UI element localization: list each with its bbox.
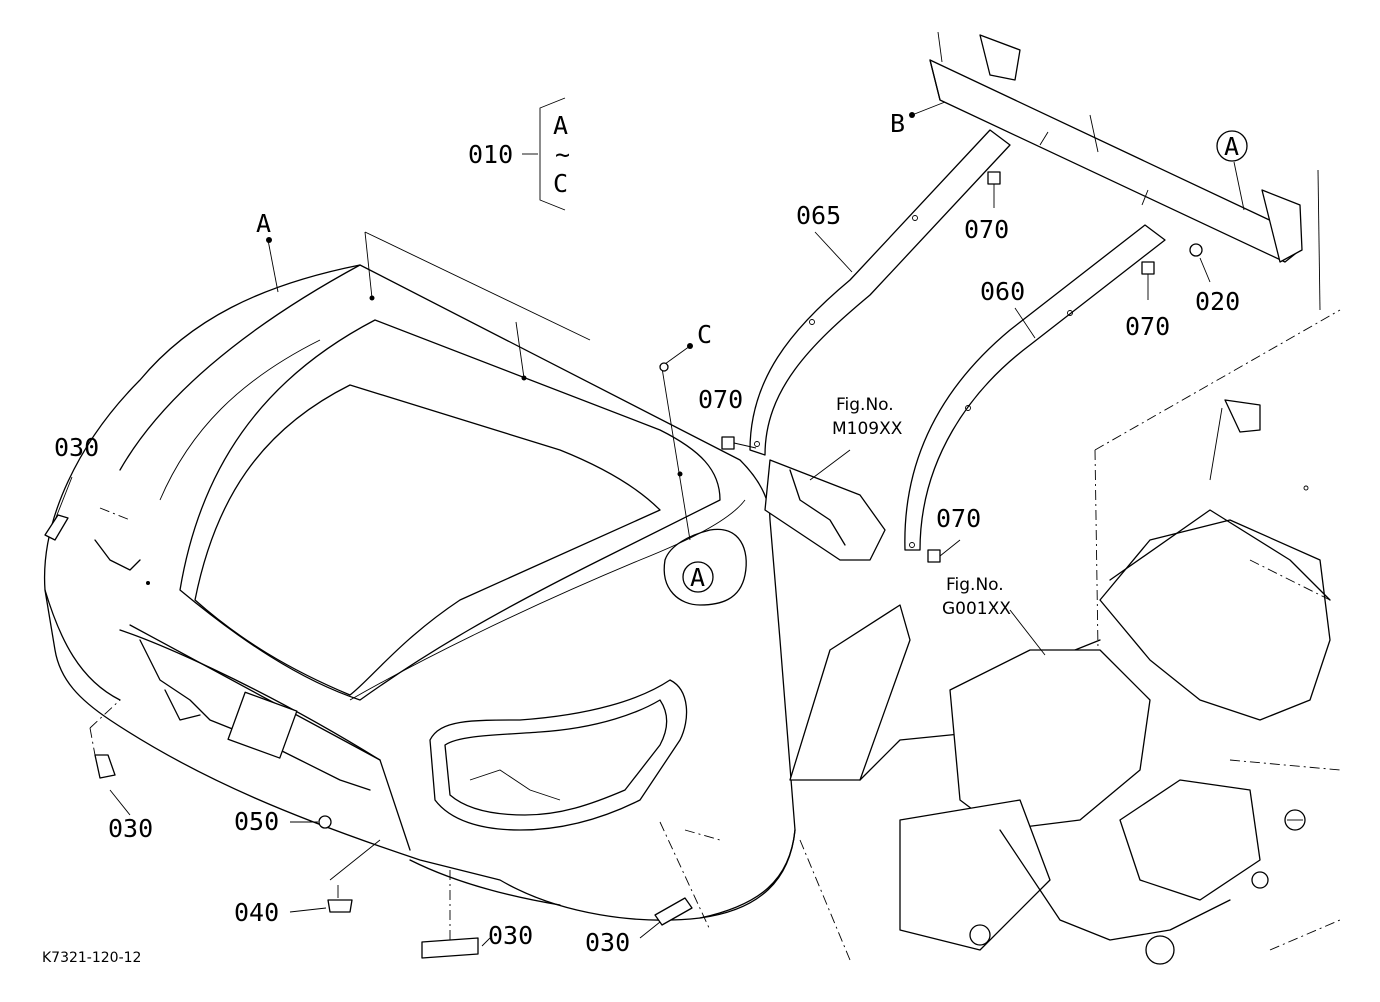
label-060: 060 xyxy=(980,277,1025,306)
label-group-sep: ~ xyxy=(555,140,570,169)
figref-2-line1: Fig.No. xyxy=(946,575,1004,595)
bolts xyxy=(722,172,1210,562)
sticker-030-right xyxy=(655,898,692,925)
label-070-mid: 070 xyxy=(1125,312,1170,341)
drawing-code: K7321-120-12 xyxy=(42,950,141,966)
circle-marker-a-top-text: A xyxy=(1224,132,1239,161)
nut-050 xyxy=(319,816,331,828)
label-group-to: C xyxy=(553,169,568,198)
circle-marker-a-hood-text: A xyxy=(690,563,705,592)
frame-assembly xyxy=(790,310,1340,964)
small-parts xyxy=(45,477,720,958)
circle-marker-a-hood xyxy=(683,562,713,592)
label-ref-a: A xyxy=(256,209,271,238)
cushion-040 xyxy=(328,900,352,912)
label-050: 050 xyxy=(234,807,279,836)
sticker-030-left xyxy=(45,515,68,540)
hood-leader-lines xyxy=(266,232,690,540)
label-group-from: A xyxy=(553,111,568,140)
figref-2-line2: G001XX xyxy=(942,599,1011,619)
hood-assembly xyxy=(45,265,795,920)
label-070-bottom: 070 xyxy=(936,504,981,533)
upper-crossbar xyxy=(930,32,1320,310)
label-010: 010 xyxy=(468,140,513,169)
label-030-bottom: 030 xyxy=(488,921,533,950)
label-ref-c: C xyxy=(697,320,712,349)
circle-marker-a-top xyxy=(1217,131,1247,161)
label-030-top-left: 030 xyxy=(54,433,99,462)
label-040: 040 xyxy=(234,898,279,927)
label-070-top: 070 xyxy=(964,215,1009,244)
label-030-bottom-right: 030 xyxy=(585,928,630,957)
stay-060 xyxy=(905,225,1165,550)
label-ref-b: B xyxy=(890,109,905,138)
figref-1-line2: M109XX xyxy=(832,419,903,439)
callout-labels: 010 A ~ C A B C A A 065 070 060 070 020 … xyxy=(42,98,1247,966)
label-020: 020 xyxy=(1195,287,1240,316)
bracket-m109xx xyxy=(765,450,885,560)
label-030-bottom-left: 030 xyxy=(108,814,153,843)
stay-065 xyxy=(750,130,1010,455)
label-065: 065 xyxy=(796,201,841,230)
sticker-030-bottom xyxy=(422,938,478,958)
sticker-030-lower-left xyxy=(95,755,115,778)
figref-1-line1: Fig.No. xyxy=(836,395,894,415)
label-070-left: 070 xyxy=(698,385,743,414)
